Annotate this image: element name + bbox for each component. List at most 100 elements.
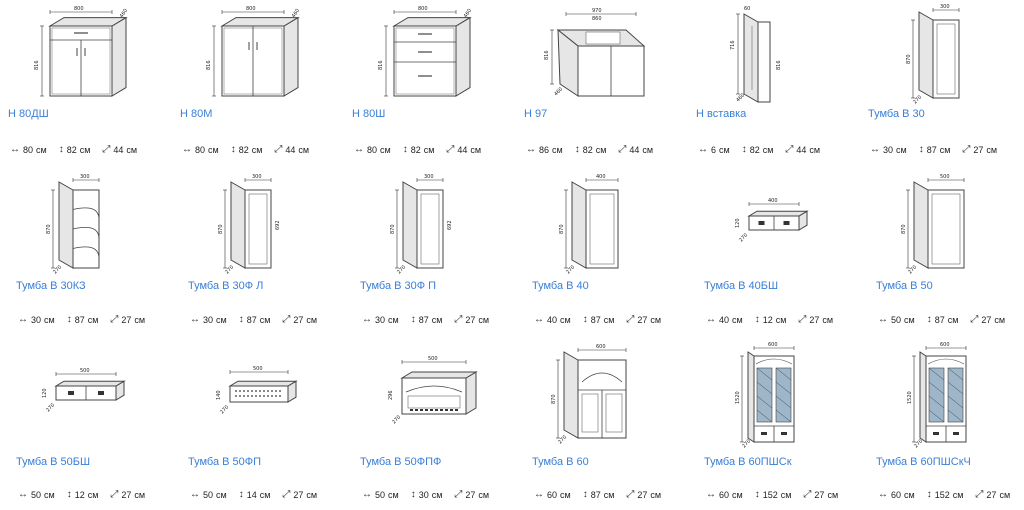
unit-label: см (306, 315, 318, 325)
svg-text:860: 860 (592, 16, 602, 22)
width-arrow-icon: ↔ (870, 144, 880, 155)
product-name-link[interactable]: Тумба В 50 (876, 280, 933, 292)
unit-label: см (470, 145, 482, 155)
width-arrow-icon: ↔ (182, 144, 192, 155)
product-name-link[interactable]: Тумба В 50ФП (188, 456, 262, 468)
product-name-link[interactable]: Тумба В 60 (532, 456, 589, 468)
svg-text:270: 270 (219, 404, 230, 415)
depth-arrow-icon: ⤢ (803, 489, 812, 500)
unit-label: см (732, 315, 743, 325)
product-name-link[interactable]: Тумба В 60ПШСк (704, 456, 792, 468)
unit-label: см (775, 315, 787, 325)
product-name-link[interactable]: Тумба В 50БШ (16, 456, 91, 468)
depth-value: 27 (973, 145, 984, 155)
depth-value: 44 (113, 145, 124, 155)
width-value: 50 (203, 490, 214, 500)
svg-text:816: 816 (206, 60, 212, 70)
product-name-link[interactable]: Н 80М (180, 108, 213, 120)
unit-label: см (388, 315, 399, 325)
product-name-link[interactable]: Тумба В 30КЗ (16, 280, 86, 292)
product-name-link[interactable]: Тумба В 40БШ (704, 280, 779, 292)
product-name-link[interactable]: Тумба В 30 (868, 108, 925, 120)
product-name-link[interactable]: Н 97 (524, 108, 548, 120)
product-name-link[interactable]: Тумба В 30Ф П (360, 280, 437, 292)
product-name-link[interactable]: Тумба В 50ФПФ (360, 456, 442, 468)
unit-label: см (44, 490, 55, 500)
height-value: 87 (934, 315, 945, 325)
width-value: 6 (711, 145, 717, 155)
product-name-link[interactable]: Тумба В 40 (532, 280, 589, 292)
svg-text:140: 140 (216, 390, 222, 400)
product-name-link[interactable]: Н 80Ш (352, 108, 386, 120)
depth-arrow-icon: ⤢ (454, 314, 463, 325)
height-value: 12 (74, 490, 85, 500)
unit-label: см (380, 145, 391, 155)
unit-label: см (431, 315, 443, 325)
width-arrow-icon: ↔ (878, 489, 888, 500)
product-name-link[interactable]: Н вставка (696, 108, 747, 120)
svg-text:400: 400 (596, 174, 606, 180)
svg-text:270: 270 (738, 232, 749, 243)
unit-label: см (986, 145, 998, 155)
height-arrow-icon: ↕ (582, 489, 588, 500)
product-name-link[interactable]: Н 80ДШ (8, 108, 49, 120)
svg-text:60: 60 (744, 6, 750, 12)
width-arrow-icon: ↔ (878, 314, 888, 325)
height-arrow-icon: ↕ (230, 144, 236, 155)
unit-label: см (388, 490, 399, 500)
unit-label: см (208, 145, 219, 155)
product-name-link[interactable]: Тумба В 60ПШСкЧ (876, 456, 971, 468)
depth-arrow-icon: ⤢ (785, 144, 794, 155)
product-name-link[interactable]: Тумба В 30Ф Л (188, 280, 264, 292)
